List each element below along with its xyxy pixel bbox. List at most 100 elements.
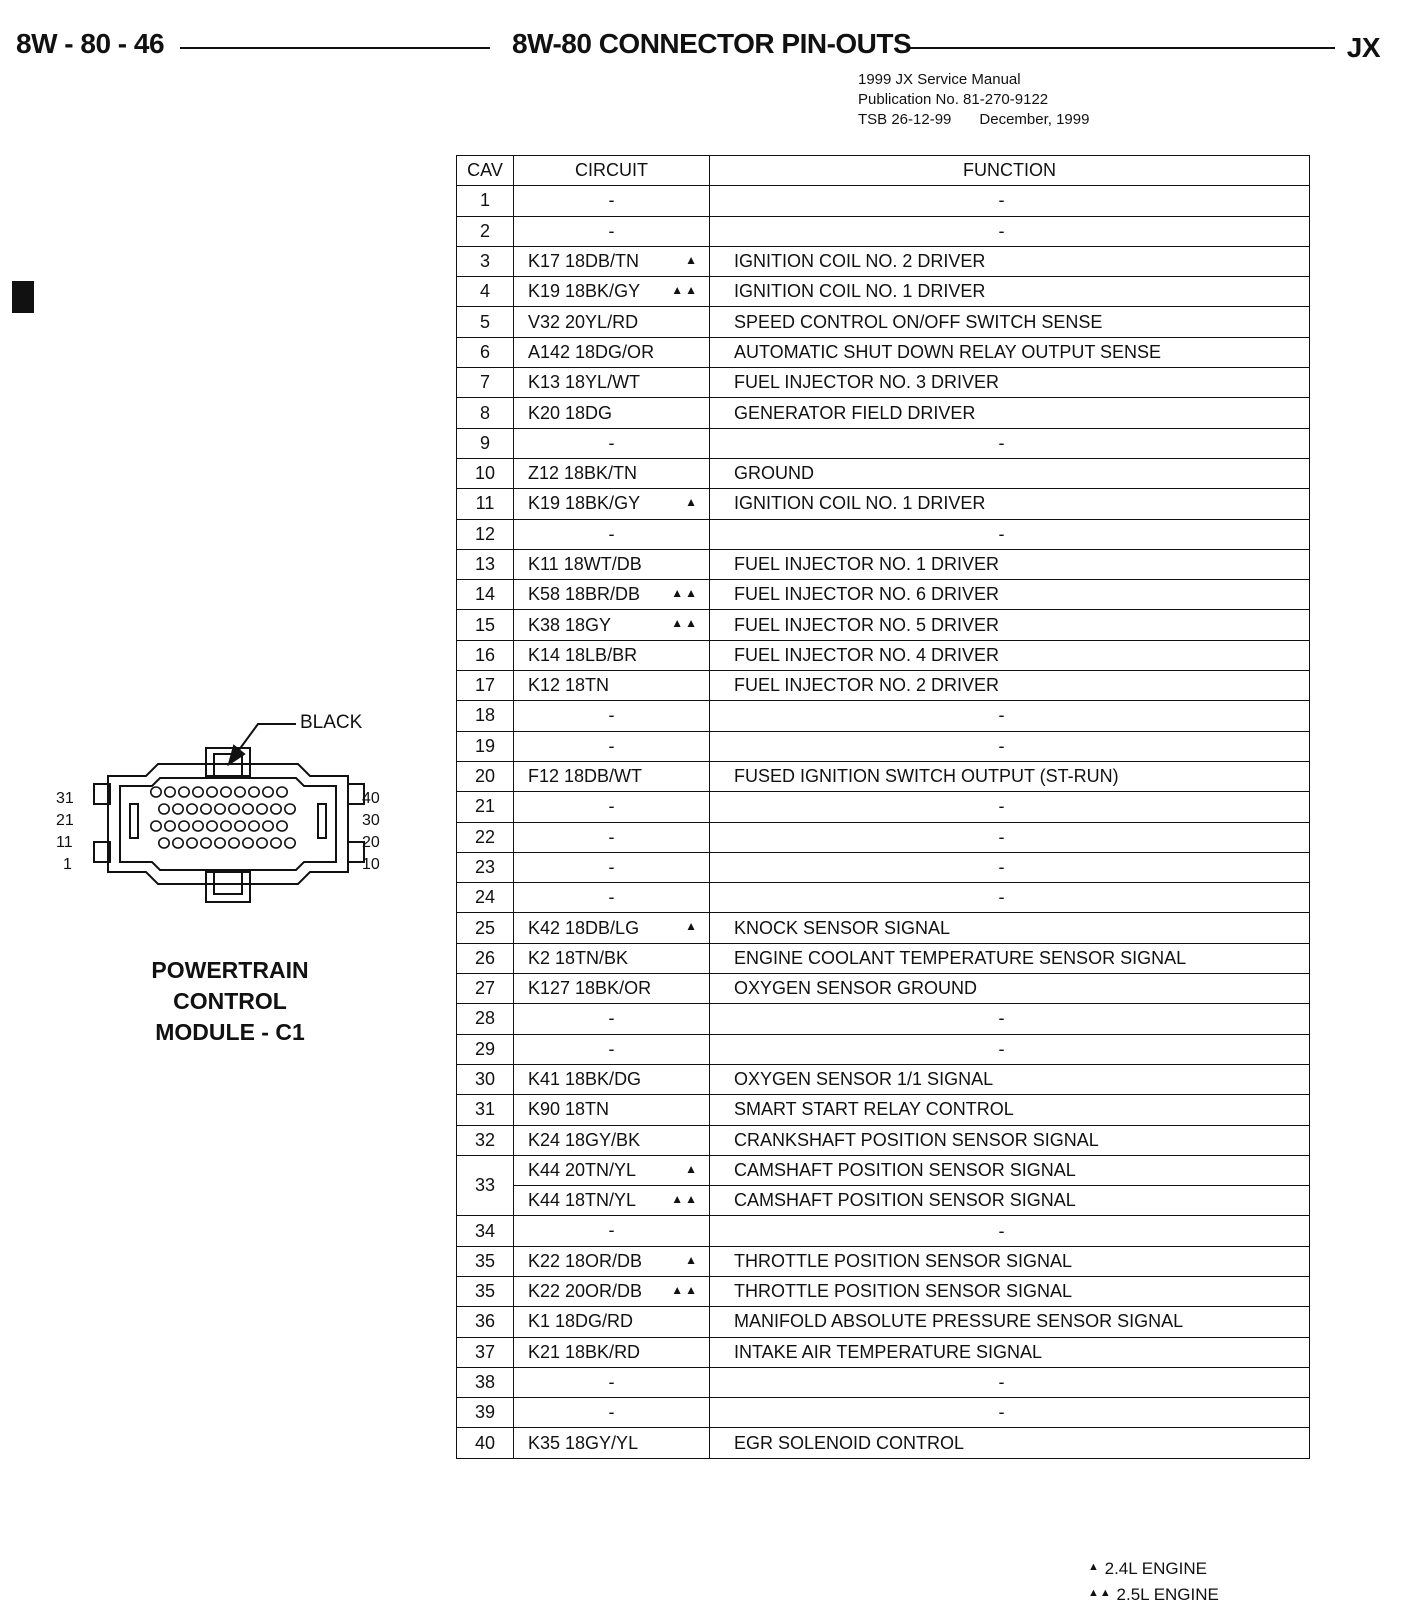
pin-hole <box>284 803 297 815</box>
circuit-cell: K2 18TN/BK <box>513 942 710 975</box>
pin-label-21: 21 <box>56 812 74 829</box>
cav-cell: 4 <box>456 276 514 308</box>
cav-cell: 35 <box>456 1245 514 1277</box>
table-row: 29-- <box>456 1033 1310 1065</box>
circuit-cell: - <box>513 1033 710 1065</box>
function-text: - <box>998 190 1005 211</box>
publication-date: December, 1999 <box>979 111 1090 128</box>
function-cell: - <box>709 215 1310 247</box>
function-text: THROTTLE POSITION SENSOR SIGNAL <box>734 1281 1073 1302</box>
double-triangle-icon: ▲▲ <box>671 283 699 298</box>
pin-hole <box>192 820 205 832</box>
circuit-cell: - <box>513 215 710 247</box>
circuit-code: K42 18DB/LG <box>528 917 640 938</box>
function-cell: - <box>709 1003 1310 1035</box>
circuit-cell: - <box>513 730 710 762</box>
single-triangle-icon: ▲ <box>685 1252 699 1267</box>
circuit-code: K38 18GY <box>528 614 612 635</box>
cav-cell: 32 <box>456 1124 514 1156</box>
table-row: 24-- <box>456 882 1310 914</box>
circuit-code: - <box>608 1402 615 1423</box>
circuit-code: - <box>608 1220 615 1241</box>
function-cell: THROTTLE POSITION SENSOR SIGNAL <box>709 1245 1310 1277</box>
pin-hole <box>172 803 185 815</box>
function-cell: GENERATOR FIELD DRIVER <box>709 397 1310 429</box>
function-text: FUEL INJECTOR NO. 4 DRIVER <box>734 644 1000 665</box>
circuit-code: K12 18TN <box>528 675 610 696</box>
circuit-cell: - <box>513 518 710 550</box>
cav-cell: 9 <box>456 427 514 459</box>
cav-cell: 33 <box>456 1154 514 1217</box>
pin-hole <box>206 786 219 798</box>
circuit-code: - <box>608 796 615 817</box>
circuit-cell: K58 18BR/DB▲▲ <box>513 579 710 611</box>
double-triangle-icon: ▲▲ <box>671 1282 699 1297</box>
circuit-cell: - <box>513 851 710 884</box>
pin-hole <box>164 820 177 832</box>
function-cell: - <box>709 1215 1310 1247</box>
circuit-cell: A142 18DG/OR <box>513 336 710 369</box>
pin-hole <box>178 820 191 832</box>
function-text: - <box>998 887 1005 908</box>
circuit-cell: - <box>513 427 710 459</box>
circuit-code: K41 18BK/DG <box>528 1069 642 1090</box>
function-cell: FUEL INJECTOR NO. 5 DRIVER <box>709 609 1310 641</box>
cav-cell: 28 <box>456 1003 514 1035</box>
circuit-cell: - <box>513 1215 710 1247</box>
cav-cell: 3 <box>456 245 514 278</box>
circuit-cell: K44 20TN/YL▲ <box>513 1154 710 1187</box>
table-row: 2-- <box>456 215 1310 247</box>
pin-hole <box>256 837 269 849</box>
function-text: OXYGEN SENSOR 1/1 SIGNAL <box>734 1069 994 1090</box>
function-text: - <box>998 1008 1005 1029</box>
pin-hole <box>262 820 275 832</box>
table-row: 39-- <box>456 1397 1310 1429</box>
function-text: IGNITION COIL NO. 1 DRIVER <box>734 493 986 514</box>
pin-hole <box>256 803 269 815</box>
function-text: CAMSHAFT POSITION SENSOR SIGNAL <box>734 1190 1076 1211</box>
circuit-cell: K44 18TN/YL▲▲ <box>513 1185 710 1217</box>
function-cell: OXYGEN SENSOR GROUND <box>709 973 1310 1005</box>
pin-hole <box>214 837 227 849</box>
circuit-code: - <box>608 1371 615 1392</box>
function-text: CAMSHAFT POSITION SENSOR SIGNAL <box>734 1159 1076 1180</box>
connector-title-line-1: POWERTRAIN <box>151 957 309 983</box>
function-cell: FUEL INJECTOR NO. 6 DRIVER <box>709 579 1310 611</box>
legend-item-24l: ▲ 2.4L ENGINE <box>1088 1559 1207 1578</box>
circuit-code: K24 18GY/BK <box>528 1129 641 1150</box>
pin-hole <box>234 786 247 798</box>
circuit-code: K1 18DG/RD <box>528 1311 634 1332</box>
function-cell: CAMSHAFT POSITION SENSOR SIGNAL <box>709 1154 1310 1187</box>
header-cav: CAV <box>456 154 514 187</box>
cav-cell: 29 <box>456 1033 514 1065</box>
pin-hole <box>220 786 233 798</box>
table-row: K44 18TN/YL▲▲ CAMSHAFT POSITION SENSOR SI… <box>457 1185 1310 1217</box>
cav-cell: 35 <box>456 1275 514 1308</box>
function-text: FUEL INJECTOR NO. 3 DRIVER <box>734 372 1000 393</box>
legend-item-25l: ▲▲ 2.5L ENGINE <box>1088 1585 1219 1604</box>
circuit-cell: K13 18YL/WT <box>513 367 710 399</box>
circuit-code: - <box>608 432 615 453</box>
table-row: 9-- <box>456 427 1310 459</box>
cav-cell: 15 <box>456 609 514 641</box>
table-header-row: CAV CIRCUIT FUNCTION <box>456 154 1310 187</box>
pin-hole <box>214 803 227 815</box>
circuit-cell: - <box>513 882 710 914</box>
header-circuit: CIRCUIT <box>513 154 710 187</box>
pin-label-1: 1 <box>63 856 72 873</box>
cav-cell: 25 <box>456 912 514 944</box>
function-cell: THROTTLE POSITION SENSOR SIGNAL <box>709 1275 1310 1308</box>
function-cell: SMART START RELAY CONTROL <box>709 1094 1310 1126</box>
pin-label-31: 31 <box>56 790 74 807</box>
pin-hole <box>228 803 241 815</box>
connector-title-line-3: MODULE - C1 <box>155 1019 305 1045</box>
circuit-code: - <box>608 1038 615 1059</box>
pin-hole <box>206 820 219 832</box>
